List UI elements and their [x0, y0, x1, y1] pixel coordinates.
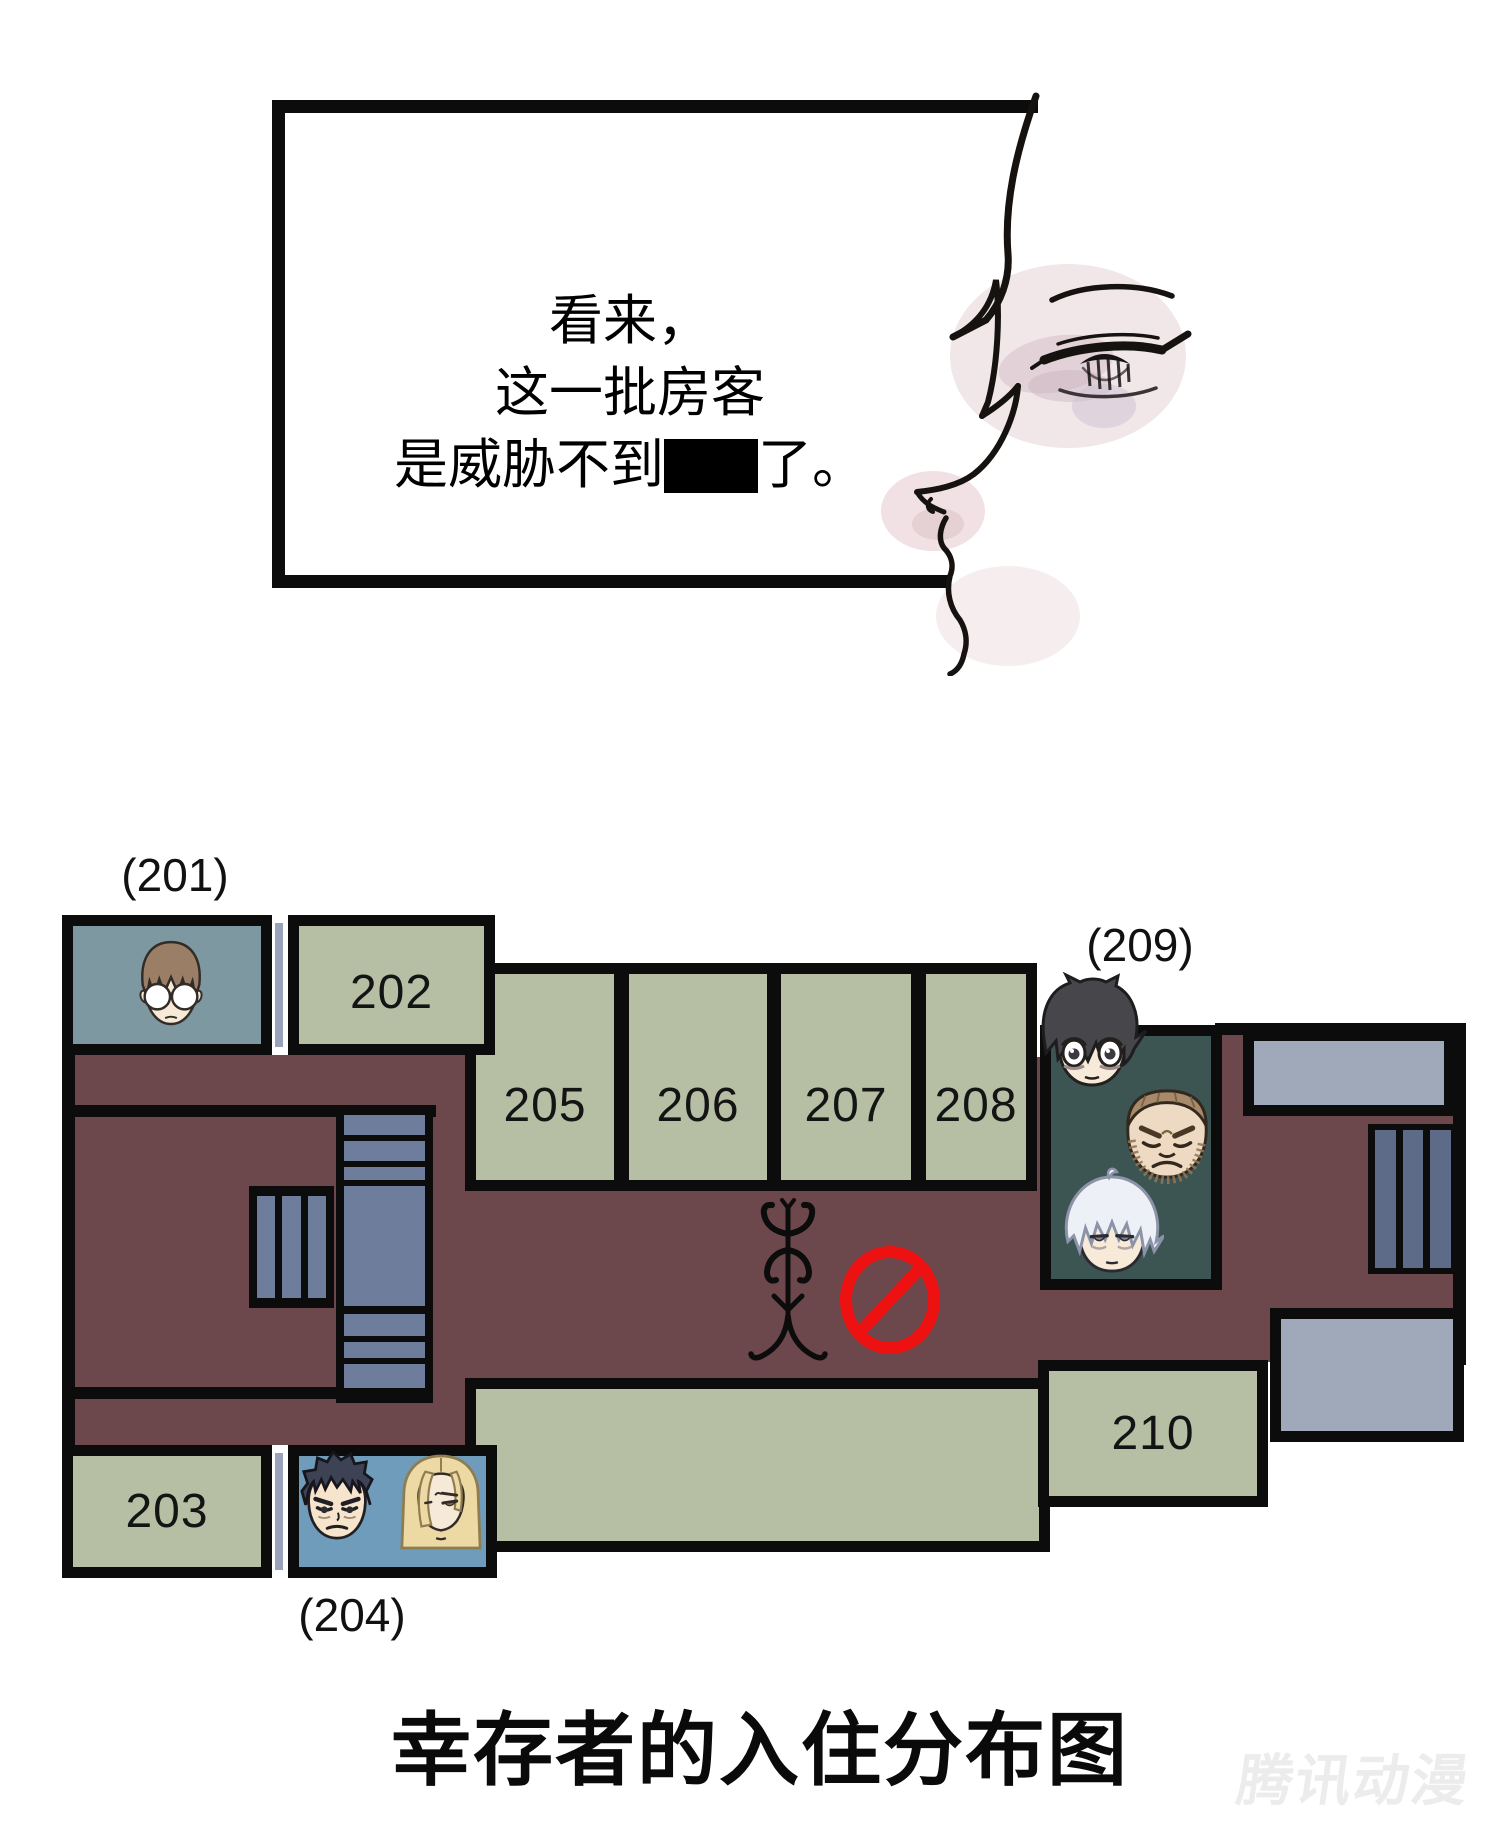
landing-top-right: [1243, 1030, 1455, 1116]
label-room-204: (204): [298, 1589, 406, 1641]
glasses-person-icon: [139, 940, 203, 1026]
stairs-right-slats: [1368, 1124, 1458, 1274]
stair-tread: [344, 1141, 425, 1161]
door-gap-201-202: [272, 915, 288, 1055]
wall-outer-right: [1453, 1030, 1466, 1365]
dialogue-line-2: 这一批房客: [495, 363, 765, 423]
room-210: 210: [1038, 1360, 1268, 1507]
room-203: 203: [62, 1445, 272, 1578]
face-shading: [881, 264, 1186, 666]
lower-eyelid-stroke: [1058, 386, 1158, 399]
dialogue-text: 看来， 这一批房客 是威胁不到了。: [300, 285, 960, 501]
door-gap-203-204: [272, 1445, 288, 1578]
blonde-person-icon: [400, 1454, 482, 1550]
door-strip: [275, 1453, 283, 1570]
stubble-beard: [1127, 1139, 1207, 1185]
stair-tread: [344, 1342, 425, 1358]
glasses-lens: [170, 982, 199, 1011]
room-202-number: 202: [349, 965, 434, 1019]
glasses-lens: [143, 982, 172, 1011]
censor-box: [664, 439, 758, 493]
tencent-comics-watermark: 腾讯动漫: [1233, 1749, 1474, 1812]
white-hair-boy-icon: [1064, 1167, 1164, 1273]
gruff-man-icon: [1126, 1089, 1208, 1185]
face-outline-strokes: [914, 92, 1192, 676]
room-207: 207: [770, 963, 922, 1191]
label-room-209: (209): [1086, 919, 1194, 971]
room-208: 208: [915, 963, 1037, 1191]
dark-hair-boy-icon: [1041, 972, 1148, 1087]
no-entry-icon: [840, 1246, 940, 1354]
stairs-rail-slats: [249, 1186, 334, 1308]
room-207-number: 207: [804, 1078, 888, 1132]
dialogue-line-3: 是威胁不到了。: [394, 435, 866, 495]
stair-tread: [344, 1364, 425, 1388]
panel-border-top: [272, 100, 1038, 113]
lobby-wall-bottom: [72, 1387, 350, 1399]
room-208-number: 208: [934, 1078, 1018, 1132]
eye-iris: [1080, 354, 1131, 391]
landing-bottom-right: [1270, 1308, 1464, 1442]
rune-symbol-icon: [748, 1198, 828, 1361]
wall-outer-left: [62, 1053, 75, 1445]
profile-face-art: [881, 92, 1192, 676]
upper-eyelash-stroke: [1039, 341, 1167, 365]
spiky-hair-man-icon: [300, 1450, 374, 1540]
eyebrow-stroke: [1049, 283, 1175, 303]
room-203-number: 203: [125, 1485, 209, 1538]
map-caption: 幸存者的入住分布图: [391, 1706, 1129, 1795]
room-202: 202: [288, 915, 495, 1055]
stair-landing-block: [344, 1186, 425, 1306]
dialogue-line-1: 看来，: [549, 291, 711, 351]
room-205-number: 205: [503, 1078, 587, 1132]
room-206: 206: [618, 963, 778, 1191]
room-210-number: 210: [1111, 1407, 1195, 1460]
room-206-number: 206: [656, 1078, 740, 1132]
panel-border-left: [272, 100, 285, 588]
stair-tread: [344, 1115, 425, 1135]
label-room-201: (201): [121, 849, 229, 901]
panel-border-bottom: [272, 575, 950, 588]
door-strip: [275, 923, 283, 1047]
stair-tread: [344, 1314, 425, 1336]
room-210-west-wing: [465, 1378, 1050, 1552]
stair-tread: [344, 1167, 425, 1180]
